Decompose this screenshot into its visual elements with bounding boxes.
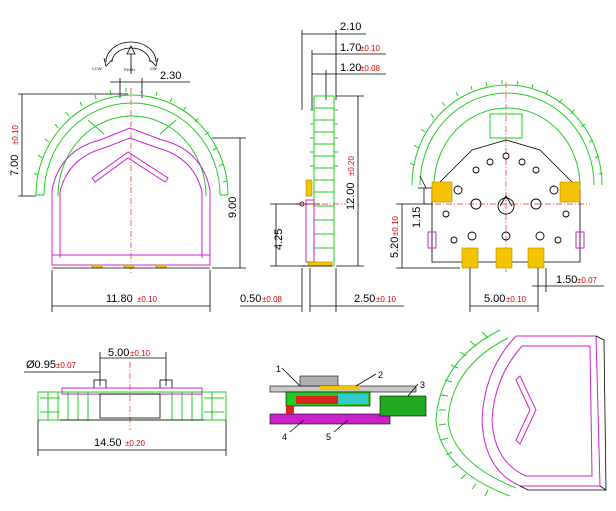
dim-7-00-tol: ±0.10 (11, 124, 20, 145)
dim-1-70: 1.70 (340, 42, 361, 54)
dim-1-20-tol: ±0.08 (360, 64, 381, 73)
dim-1-15: 1.15 (411, 207, 423, 228)
dim-2-30: 2.30 (160, 70, 181, 82)
section-view: 1 2 3 4 5 (269, 364, 427, 442)
dim-5-00-bottom-tol: ±0.10 (130, 349, 151, 358)
dim-5-00-front: 5.00 (484, 293, 505, 305)
callout-4: 4 (282, 432, 287, 442)
callout-5: 5 (326, 432, 331, 442)
side-view: 2.10 1.70 ±0.10 1.20 ±0.08 12.00 ±0.20 4… (240, 21, 404, 312)
callout-3: 3 (420, 380, 425, 390)
dim-0-95-tol: ±0.07 (56, 361, 77, 370)
dim-0-50-tol: ±0.08 (262, 295, 283, 304)
dim-12-00-tol: ±0.20 (347, 155, 356, 176)
dim-0-50: 0.50 (240, 293, 261, 305)
cw-label: CW (150, 66, 157, 71)
dim-5-00-front-tol: ±0.10 (506, 295, 527, 304)
ccw-label: CCW (92, 66, 102, 71)
gear-teeth-right (409, 80, 604, 175)
dim-5-00-bottom: 5.00 (108, 347, 129, 359)
dim-14-50: 14.50 (94, 437, 122, 449)
callout-2: 2 (378, 370, 383, 380)
dim-1-70-tol: ±0.10 (360, 44, 381, 53)
dim-1-50-tol: ±0.07 (577, 276, 598, 285)
dim-0-95: Ø0.95 (26, 359, 56, 371)
dim-2-10: 2.10 (340, 21, 361, 33)
dim-5-20: 5.20 (389, 237, 401, 258)
dim-2-50: 2.50 (354, 293, 375, 305)
dim-12-00: 12.00 (345, 182, 357, 210)
top-view-left: CCW PUSH CW 2.30 7.00 ±0.10 (9, 41, 246, 312)
front-holes (442, 152, 570, 244)
dim-1-50: 1.50 (556, 274, 577, 286)
dim-11-80: 11.80 (106, 293, 133, 305)
dim-1-20: 1.20 (340, 62, 361, 74)
isometric-view (435, 329, 607, 497)
front-view: 5.20 ±0.10 1.15 1.50 ±0.07 5.00 ±0.10 (389, 80, 604, 312)
callout-1: 1 (276, 364, 281, 374)
bottom-view: Ø0.95 ±0.07 5.00 ±0.10 14.50 ±0.20 (24, 347, 227, 456)
dim-4-25: 4.25 (273, 229, 285, 250)
dim-14-50-tol: ±0.20 (125, 439, 146, 448)
dim-9-00: 9.00 (227, 197, 239, 218)
push-label: PUSH (124, 67, 135, 72)
rotation-arrow-icon: CCW PUSH CW (92, 41, 159, 74)
gear-teeth-left (33, 88, 228, 183)
dim-2-50-tol: ±0.10 (376, 295, 397, 304)
dim-11-80-tol: ±0.10 (137, 295, 158, 304)
dim-7-00: 7.00 (9, 155, 21, 176)
dim-5-20-tol: ±0.10 (391, 215, 400, 236)
